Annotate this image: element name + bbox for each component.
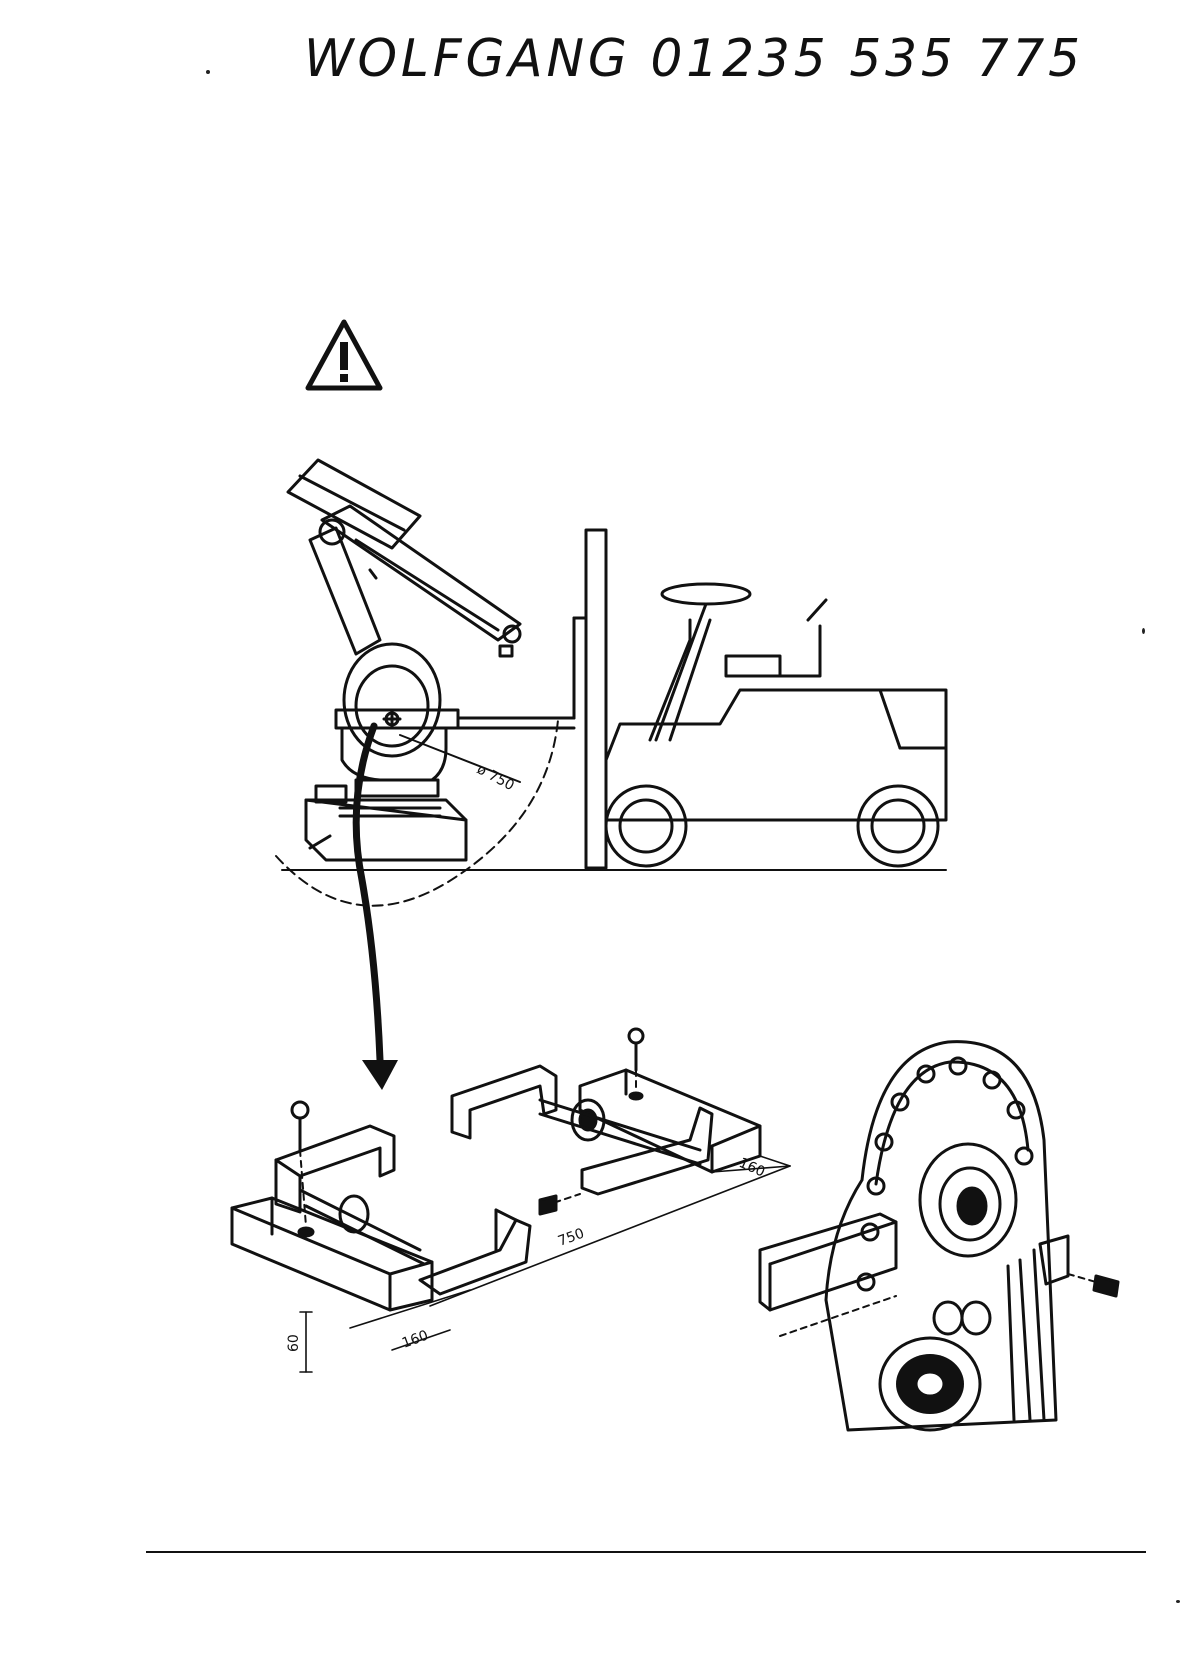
scan-speck [1142, 628, 1145, 634]
forklift-illustration [458, 530, 946, 868]
mounting-detail-illustration [760, 1042, 1118, 1430]
dimension-swing-radius: ø 750 [474, 761, 517, 794]
dimension-height: 60 [286, 1334, 302, 1352]
dimension-depth-left: 160 [400, 1328, 431, 1352]
scan-speck [1176, 1600, 1180, 1603]
robot-illustration [276, 460, 558, 906]
lifting-kit-illustration [232, 1029, 760, 1310]
scan-speck [206, 70, 210, 74]
dimension-lines [300, 1156, 790, 1372]
footer-rule [146, 1551, 1146, 1553]
